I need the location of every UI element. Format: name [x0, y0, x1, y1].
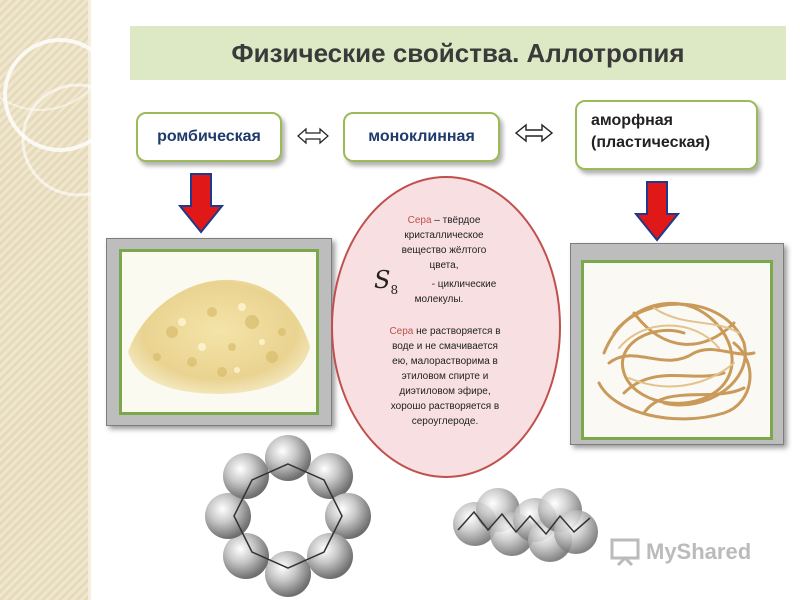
info-p2-line-5: диэтиловом эфире, — [399, 386, 491, 397]
info-text: не растворяется в — [413, 326, 501, 337]
monoclinic-label: моноклинная — [343, 112, 500, 162]
rhombic-text: ромбическая — [157, 128, 261, 145]
plastic-sulfur-photo — [581, 260, 773, 440]
info-p2-line-4: этиловом спирте и — [401, 371, 489, 382]
side-band-edge — [88, 0, 91, 600]
info-p2-line-3: ею, малорастворима в — [392, 356, 498, 367]
info-p2-line-1: Сера не растворяется в — [350, 324, 540, 339]
formula-symbol: S — [374, 266, 391, 294]
monoclinic-text: моноклинная — [368, 128, 475, 145]
info-p2-line-7: сероуглероде. — [411, 416, 479, 427]
double-arrow-icon — [297, 127, 329, 145]
formula-subscript: 8 — [390, 282, 399, 297]
plastic-sulfur-image — [597, 301, 756, 421]
watermark-text: MyShared — [646, 539, 752, 564]
presentation-board-icon — [610, 538, 640, 566]
info-line-5: - циклические — [431, 279, 497, 290]
amorphous-label: аморфная (пластическая) — [575, 100, 758, 170]
info-line-3: вещество жёлтого — [401, 245, 487, 256]
info-line-1: Сера – твёрдое — [364, 213, 524, 228]
rhombic-sulfur-photo — [119, 249, 319, 415]
sulfur-atoms — [205, 435, 371, 597]
sulfur-powder-image — [128, 279, 310, 394]
info-p2-line-6: хорошо растворяется в — [390, 401, 500, 412]
plastic-sulfur-photo-frame — [570, 243, 784, 445]
double-arrow-icon — [514, 123, 554, 143]
amorphous-text-line2: (пластическая) — [591, 134, 711, 151]
s8-ring-molecule-model — [205, 435, 371, 597]
info-line-2: кристаллическое — [404, 230, 484, 241]
amorphous-text-line1: аморфная — [591, 112, 673, 129]
sulfur-highlight: Сера — [407, 215, 432, 226]
info-line-4: цвета, — [429, 260, 459, 271]
title-bar: Физические свойства. Аллотропия — [130, 26, 786, 80]
polymer-chain-model — [453, 488, 598, 562]
myshared-watermark: MyShared — [610, 538, 751, 566]
slide-title: Физические свойства. Аллотропия — [231, 37, 685, 68]
down-arrow-icon — [178, 173, 224, 234]
info-line-6: молекулы. — [414, 294, 464, 305]
rhombic-label: ромбическая — [136, 112, 282, 162]
down-arrow-icon — [634, 181, 680, 242]
decorative-circles — [0, 0, 120, 197]
info-text: – твёрдое — [431, 215, 481, 226]
sulfur-highlight: Сера — [389, 326, 414, 337]
info-ellipse — [331, 176, 561, 478]
info-p2-line-2: воде и не смачивается — [392, 341, 498, 352]
rhombic-sulfur-photo-frame — [106, 238, 332, 426]
s8-formula: S8 — [374, 266, 398, 297]
